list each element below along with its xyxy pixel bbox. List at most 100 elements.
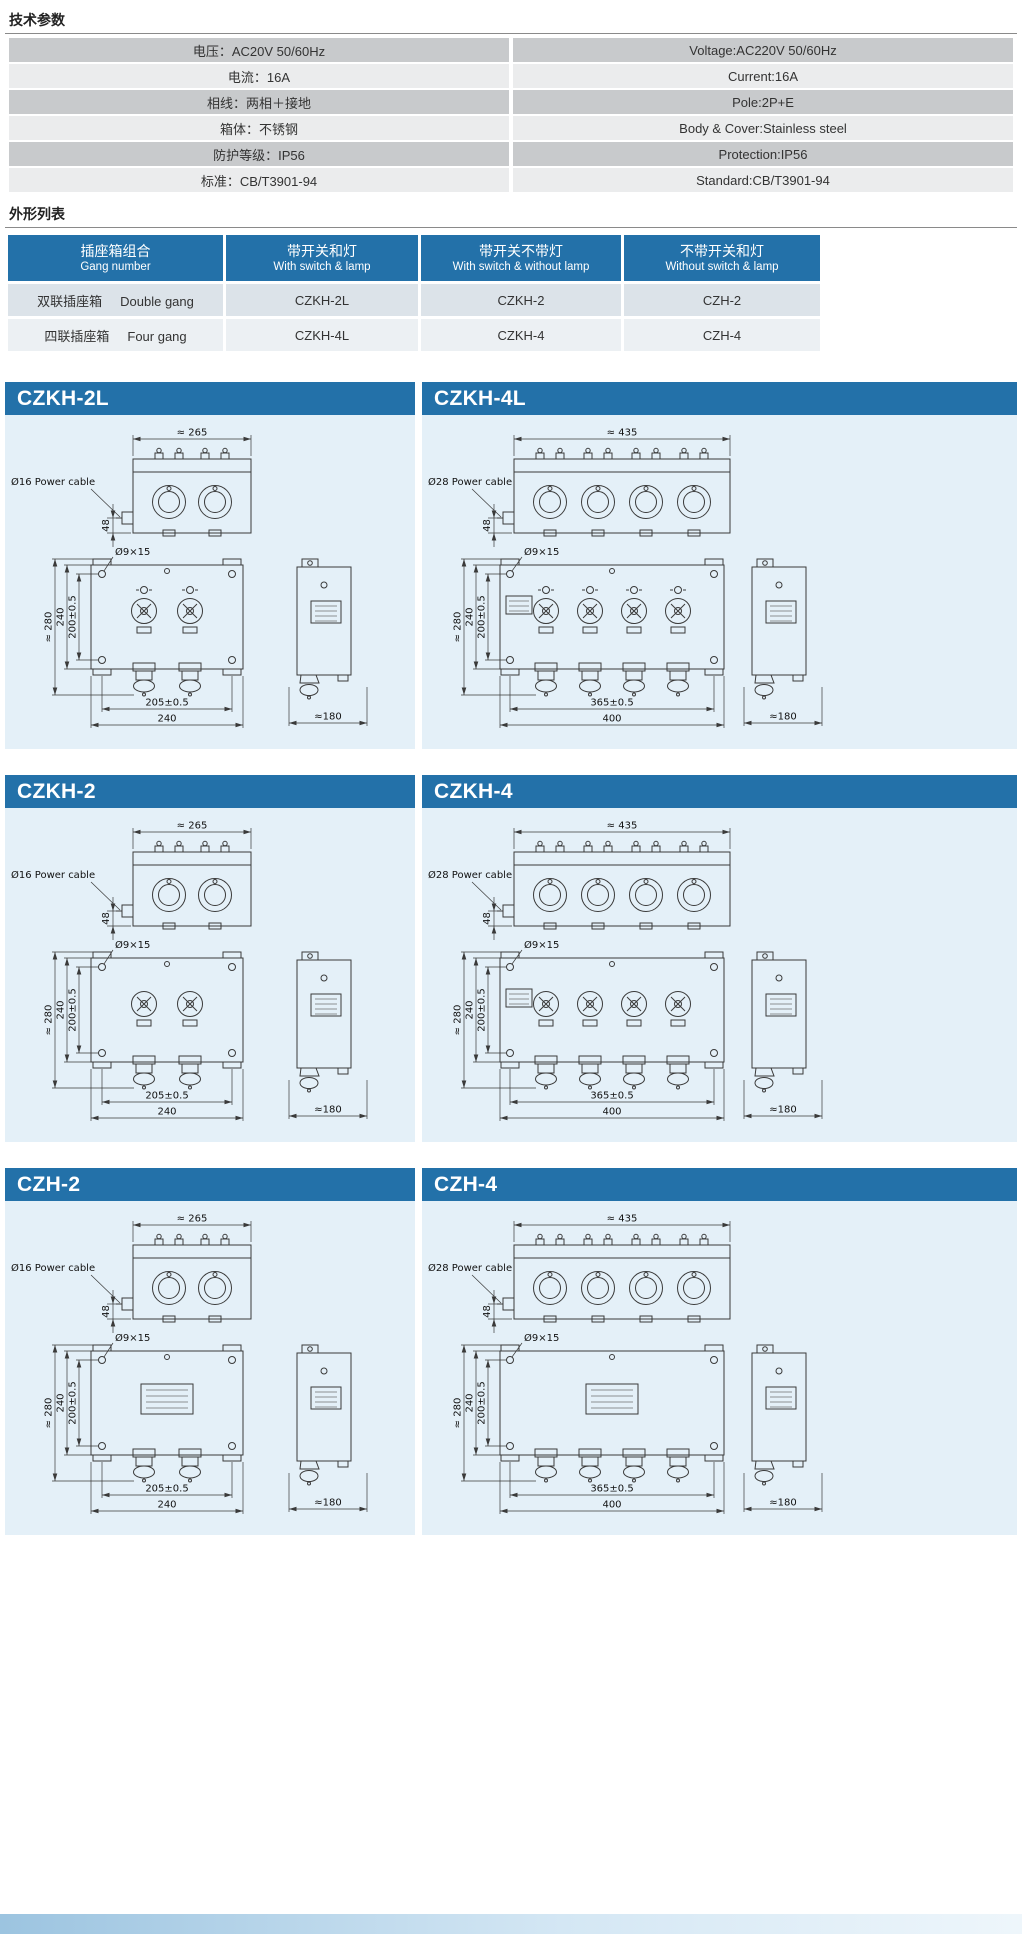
param-cn: 标准：CB/T3901-94	[9, 168, 509, 192]
svg-text:≈ 265: ≈ 265	[177, 1214, 208, 1225]
svg-text:200±0.5: 200±0.5	[68, 988, 79, 1031]
model-cell: CZH-2	[624, 284, 820, 316]
param-cn: 相线：两相＋接地	[9, 90, 509, 114]
svg-text:200±0.5: 200±0.5	[68, 595, 79, 638]
svg-text:240: 240	[56, 1393, 67, 1412]
model-cell: CZKH-2L	[226, 284, 418, 316]
param-en: Protection:IP56	[513, 142, 1013, 166]
svg-text:Ø28 Power cable: Ø28 Power cable	[428, 1262, 512, 1274]
svg-text:200±0.5: 200±0.5	[477, 988, 488, 1031]
svg-text:≈ 435: ≈ 435	[607, 1214, 638, 1225]
svg-text:240: 240	[157, 714, 176, 725]
svg-text:≈ 280: ≈ 280	[44, 1005, 55, 1036]
svg-text:400: 400	[602, 714, 621, 725]
model-cell: CZKH-2	[421, 284, 621, 316]
param-en: Pole:2P+E	[513, 90, 1013, 114]
svg-text:Ø9×15: Ø9×15	[524, 1332, 559, 1344]
svg-text:400: 400	[602, 1500, 621, 1511]
svg-text:48: 48	[101, 912, 112, 925]
svg-text:200±0.5: 200±0.5	[477, 595, 488, 638]
svg-text:≈ 280: ≈ 280	[44, 612, 55, 643]
svg-text:Ø16 Power cable: Ø16 Power cable	[11, 476, 95, 488]
svg-text:48: 48	[482, 519, 493, 532]
svg-text:≈180: ≈180	[314, 712, 341, 723]
panel-title: CZH-2	[5, 1168, 415, 1201]
svg-text:Ø9×15: Ø9×15	[115, 939, 150, 951]
svg-text:48: 48	[101, 519, 112, 532]
svg-text:400: 400	[602, 1107, 621, 1118]
param-cn: 箱体：不锈钢	[9, 116, 509, 140]
model-cell: CZKH-4	[421, 319, 621, 351]
svg-text:Ø28 Power cable: Ø28 Power cable	[428, 869, 512, 881]
svg-text:240: 240	[465, 607, 476, 626]
svg-text:200±0.5: 200±0.5	[477, 1381, 488, 1424]
svg-text:≈180: ≈180	[769, 1498, 796, 1509]
panel-title: CZKH-4	[422, 775, 1017, 808]
panel-title: CZH-4	[422, 1168, 1017, 1201]
svg-text:240: 240	[157, 1500, 176, 1511]
svg-text:Ø9×15: Ø9×15	[115, 546, 150, 558]
svg-text:365±0.5: 365±0.5	[590, 1091, 633, 1102]
param-cn: 防护等级：IP56	[9, 142, 509, 166]
svg-text:≈ 280: ≈ 280	[453, 1398, 464, 1429]
param-en: Voltage:AC220V 50/60Hz	[513, 38, 1013, 62]
section-title-tech-params: 技术参数	[9, 12, 65, 28]
param-cn: 电压：AC20V 50/60Hz	[9, 38, 509, 62]
svg-text:Ø28 Power cable: Ø28 Power cable	[428, 476, 512, 488]
section-divider	[5, 33, 1017, 34]
svg-text:205±0.5: 205±0.5	[145, 1091, 188, 1102]
svg-text:≈ 280: ≈ 280	[453, 1005, 464, 1036]
section-divider	[5, 227, 1017, 228]
model-cell: CZKH-4L	[226, 319, 418, 351]
svg-text:240: 240	[56, 607, 67, 626]
svg-text:48: 48	[482, 1305, 493, 1318]
svg-text:205±0.5: 205±0.5	[145, 698, 188, 709]
svg-text:365±0.5: 365±0.5	[590, 1484, 633, 1495]
panel-title: CZKH-4L	[422, 382, 1017, 415]
svg-text:Ø9×15: Ø9×15	[524, 546, 559, 558]
svg-text:200±0.5: 200±0.5	[68, 1381, 79, 1424]
model-cell: CZH-4	[624, 319, 820, 351]
param-en: Current:16A	[513, 64, 1013, 88]
svg-text:≈180: ≈180	[769, 1105, 796, 1116]
param-cn: 电流：16A	[9, 64, 509, 88]
svg-text:240: 240	[157, 1107, 176, 1118]
svg-text:≈ 265: ≈ 265	[177, 821, 208, 832]
param-en: Standard:CB/T3901-94	[513, 168, 1013, 192]
svg-text:240: 240	[465, 1000, 476, 1019]
svg-text:≈180: ≈180	[769, 712, 796, 723]
section-title-outline: 外形列表	[9, 206, 65, 222]
svg-text:48: 48	[101, 1305, 112, 1318]
